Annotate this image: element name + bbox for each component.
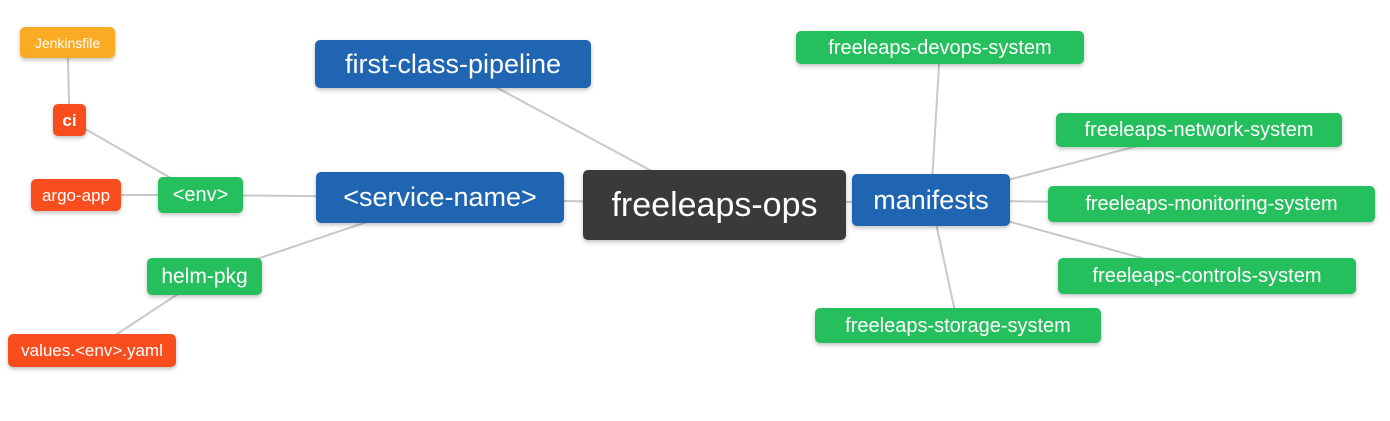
node-label: helm-pkg bbox=[161, 265, 248, 288]
node-monitoring-system[interactable]: freeleaps-monitoring-system bbox=[1048, 186, 1375, 222]
node-ci[interactable]: ci bbox=[53, 104, 86, 136]
node-label: manifests bbox=[873, 184, 989, 215]
node-label: freeleaps-storage-system bbox=[845, 314, 1071, 337]
node-label: freeleaps-devops-system bbox=[828, 36, 1052, 59]
node-freeleaps-ops[interactable]: freeleaps-ops bbox=[583, 170, 846, 240]
node-label: freeleaps-network-system bbox=[1084, 119, 1314, 141]
node-label: argo-app bbox=[41, 185, 111, 205]
node-label: values.<env>.yaml bbox=[21, 341, 163, 360]
node-first-class-pipeline[interactable]: first-class-pipeline bbox=[315, 40, 591, 88]
node-controls-system[interactable]: freeleaps-controls-system bbox=[1058, 258, 1356, 294]
node-label: <service-name> bbox=[343, 182, 537, 212]
node-argo-app[interactable]: argo-app bbox=[31, 179, 121, 211]
node-network-system[interactable]: freeleaps-network-system bbox=[1056, 113, 1342, 147]
node-jenkinsfile[interactable]: Jenkinsfile bbox=[20, 27, 115, 58]
node-label: freeleaps-controls-system bbox=[1092, 265, 1322, 287]
node-label: ci bbox=[62, 110, 77, 130]
node-label: freeleaps-ops bbox=[611, 186, 818, 224]
node-service-name[interactable]: <service-name> bbox=[316, 172, 564, 223]
node-env[interactable]: <env> bbox=[158, 177, 243, 213]
node-manifests[interactable]: manifests bbox=[852, 174, 1010, 226]
node-helm-pkg[interactable]: helm-pkg bbox=[147, 258, 262, 295]
node-label: Jenkinsfile bbox=[34, 34, 101, 51]
node-storage-system[interactable]: freeleaps-storage-system bbox=[815, 308, 1101, 343]
node-label: first-class-pipeline bbox=[344, 48, 562, 79]
node-values-env-yaml[interactable]: values.<env>.yaml bbox=[8, 334, 176, 367]
node-devops-system[interactable]: freeleaps-devops-system bbox=[796, 31, 1084, 64]
node-label: freeleaps-monitoring-system bbox=[1085, 193, 1338, 215]
node-label: <env> bbox=[172, 184, 229, 206]
